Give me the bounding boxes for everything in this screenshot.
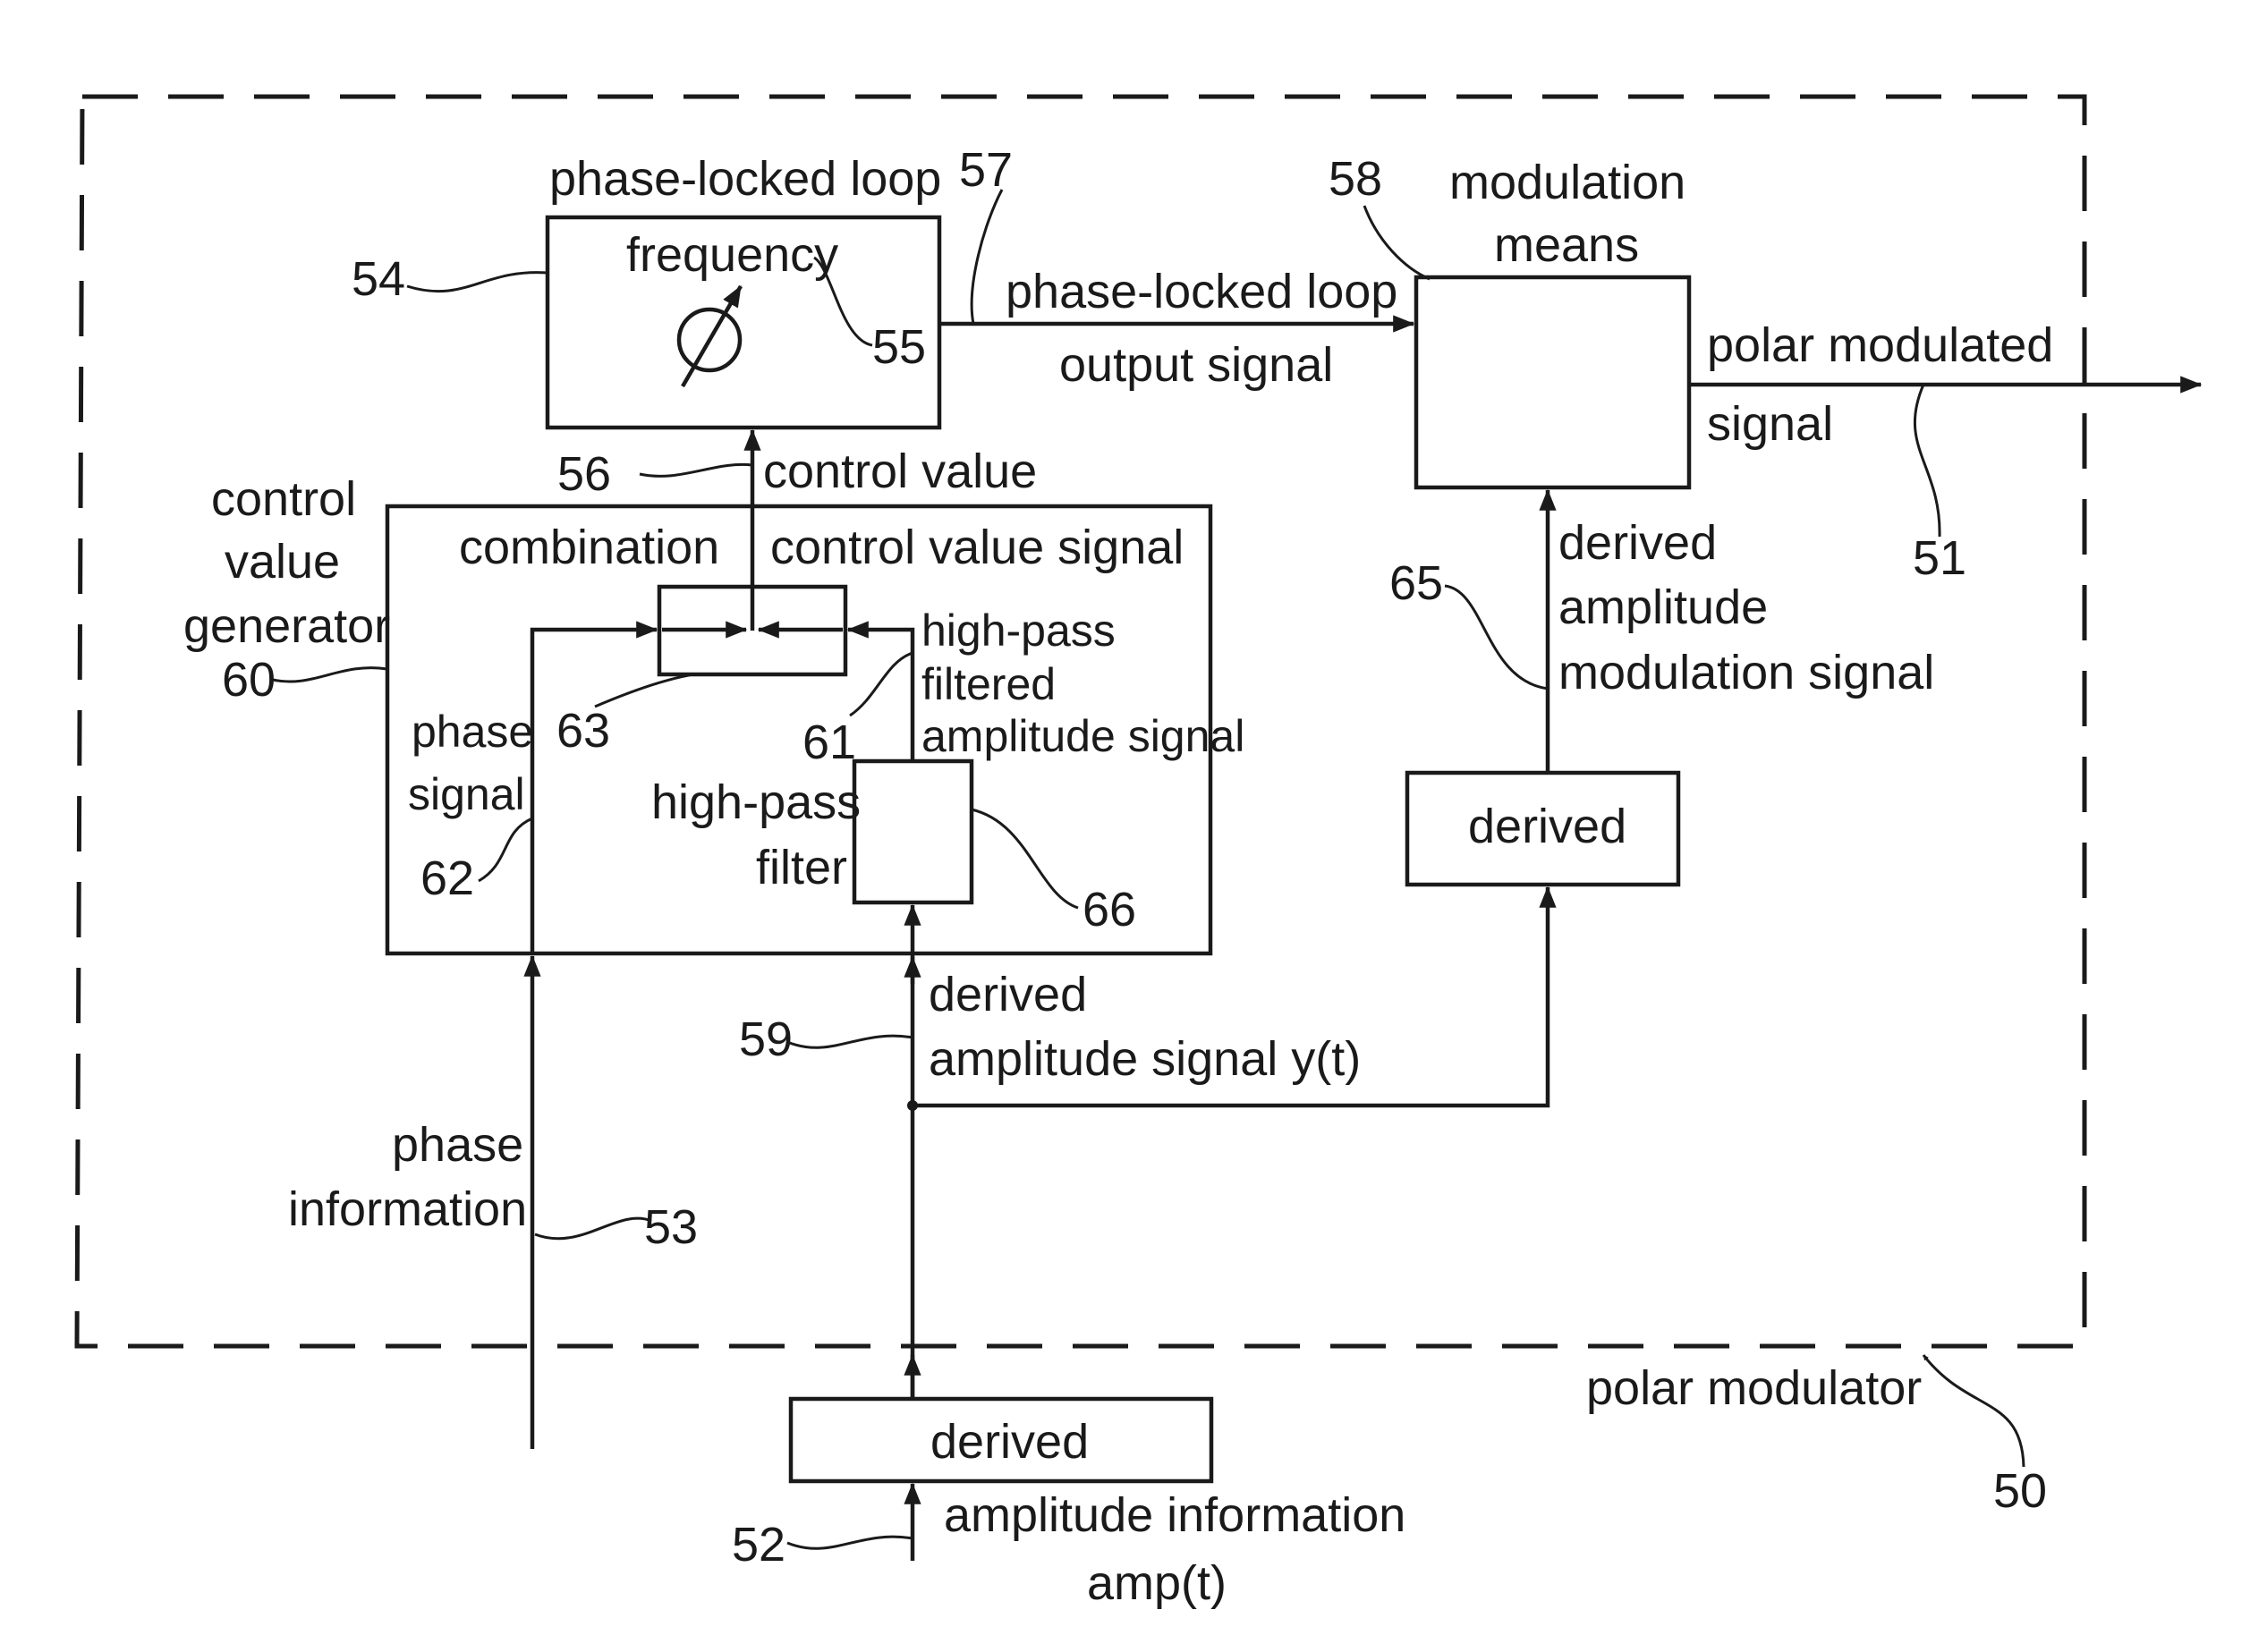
pll-output-label-2: output signal [1059, 338, 1333, 392]
leader-50 [1923, 1355, 2024, 1467]
hp-filtered-label-3: amplitude signal [921, 711, 1244, 761]
ref-61: 61 [802, 716, 856, 769]
pll-output-label-1: phase-locked loop [1006, 265, 1397, 318]
ref-66: 66 [1083, 883, 1136, 936]
leader-51 [1915, 385, 1940, 537]
modulation-means-box [1416, 277, 1689, 487]
leader-52 [787, 1537, 913, 1548]
ref-59: 59 [739, 1012, 793, 1066]
ref-62: 62 [420, 851, 474, 905]
leader-59 [787, 1036, 913, 1047]
frequency-label: frequency [626, 228, 838, 282]
derived-amp-mod-label-1: derived [1558, 516, 1717, 570]
leader-60 [273, 668, 387, 682]
control-value-label: control value [763, 445, 1037, 498]
ref-53: 53 [644, 1200, 698, 1254]
pll-title: phase-locked loop [549, 152, 941, 206]
leader-56 [640, 464, 752, 476]
ref-50: 50 [1993, 1464, 2047, 1518]
derived-amp-signal-label-1: derived [929, 968, 1087, 1021]
derived-amp-mod-label-3: modulation signal [1558, 646, 1934, 699]
derived-box-bottom-label: derived [930, 1415, 1089, 1469]
ref-55: 55 [872, 320, 926, 374]
cvg-label-1: control [211, 472, 356, 526]
junction-dot [907, 1100, 918, 1111]
hp-filter-label-2: filter [756, 841, 847, 894]
amplitude-information-label-2: amp(t) [1087, 1556, 1227, 1610]
control-value-signal-label: control value signal [770, 521, 1184, 574]
phase-signal-label-1: phase [412, 707, 533, 757]
ref-60: 60 [222, 653, 276, 707]
hp-filtered-label-2: filtered [921, 659, 1056, 709]
ref-56: 56 [557, 447, 611, 501]
ref-65: 65 [1389, 556, 1443, 610]
ref-63: 63 [556, 704, 610, 758]
modulation-means-label-2: means [1494, 218, 1639, 272]
phase-information-label-1: phase [392, 1118, 523, 1172]
ref-54: 54 [352, 252, 405, 306]
polar-output-label-2: signal [1707, 397, 1833, 451]
ref-52: 52 [732, 1518, 785, 1572]
ref-58: 58 [1329, 152, 1382, 206]
hp-filter-label-1: high-pass [651, 775, 861, 829]
phase-signal-label-2: signal [408, 769, 525, 819]
polar-output-label-1: polar modulated [1707, 318, 2053, 372]
derived-amp-signal-label-2: amplitude signal y(t) [929, 1032, 1361, 1086]
leader-54 [407, 273, 548, 292]
phase-information-label-2: information [288, 1182, 527, 1236]
derived-box-right-label: derived [1468, 800, 1626, 853]
high-pass-filter-box [854, 761, 972, 902]
leader-57 [972, 190, 1002, 324]
ref-57: 57 [959, 143, 1013, 197]
derived-amp-mod-label-2: amplitude [1558, 580, 1768, 634]
combination-label: combination [459, 521, 719, 574]
cvg-label-2: value [225, 535, 340, 589]
modulation-means-label-1: modulation [1449, 156, 1685, 209]
ref-51: 51 [1913, 531, 1966, 585]
hp-filtered-label-1: high-pass [921, 606, 1116, 656]
leader-65 [1445, 586, 1548, 689]
amplitude-information-label-1: amplitude information [944, 1488, 1405, 1542]
polar-modulator-label: polar modulator [1586, 1361, 1922, 1415]
cvg-label-3: generator [183, 599, 390, 653]
leader-53 [535, 1218, 651, 1239]
